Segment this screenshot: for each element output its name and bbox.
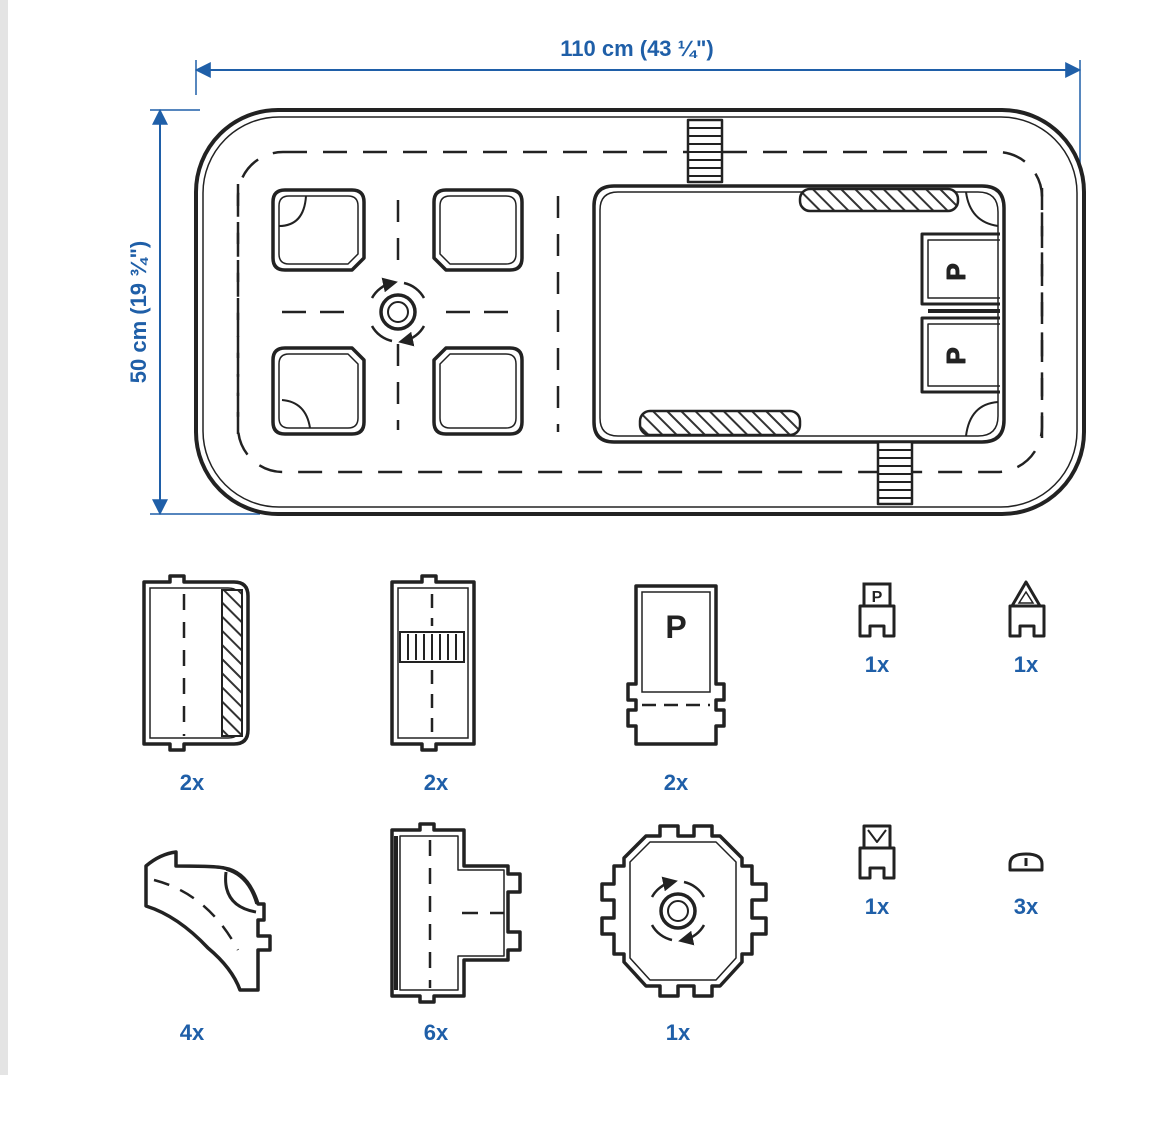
qty-parking-bay: 2x xyxy=(664,770,689,795)
mat-parking-label-2: P xyxy=(941,347,971,364)
qty-crossing-sign: 1x xyxy=(865,894,890,919)
part-warning-sign xyxy=(1008,580,1046,638)
part-straight-hatched xyxy=(142,574,250,752)
height-dimension: 50 cm (19 ¾") xyxy=(126,108,260,516)
block-top-left xyxy=(271,188,366,272)
part-parking-sign xyxy=(858,582,896,638)
qty-warning-sign: 1x xyxy=(1014,652,1039,677)
part-curve xyxy=(144,850,272,992)
height-label: 50 cm (19 ¾") xyxy=(126,241,151,384)
mat-parking-lot xyxy=(592,184,1006,444)
block-bottom-left xyxy=(271,346,366,436)
mat-roundabout xyxy=(370,277,426,347)
left-edge-strip xyxy=(0,0,8,1075)
qty-straight-crosswalk: 2x xyxy=(424,770,449,795)
qty-bump: 3x xyxy=(1014,894,1039,919)
block-top-right xyxy=(432,188,524,272)
part-parking-bay-label: P xyxy=(665,609,686,645)
qty-straight-hatched: 2x xyxy=(180,770,205,795)
part-t-junction xyxy=(390,822,522,1004)
qty-t-junction: 6x xyxy=(424,1020,449,1045)
width-label: 110 cm (43 ¼") xyxy=(560,36,714,61)
mat-crosswalk-top xyxy=(686,118,724,184)
part-parking-sign-label: P xyxy=(872,589,883,606)
mat-crosswalk-bottom xyxy=(876,440,914,506)
part-roundabout xyxy=(600,824,768,998)
qty-curve: 4x xyxy=(180,1020,205,1045)
width-dimension: 110 cm (43 ¼") xyxy=(194,36,1082,165)
part-bump xyxy=(1008,852,1044,872)
mat-parking-label-1: P xyxy=(941,263,971,280)
qty-parking-sign: 1x xyxy=(865,652,890,677)
part-straight-crosswalk xyxy=(390,574,476,752)
part-crossing-sign xyxy=(858,824,896,880)
block-bottom-right xyxy=(432,346,524,436)
assembled-mat: P P xyxy=(194,108,1086,516)
part-parking-bay xyxy=(626,584,726,746)
qty-roundabout: 1x xyxy=(666,1020,691,1045)
